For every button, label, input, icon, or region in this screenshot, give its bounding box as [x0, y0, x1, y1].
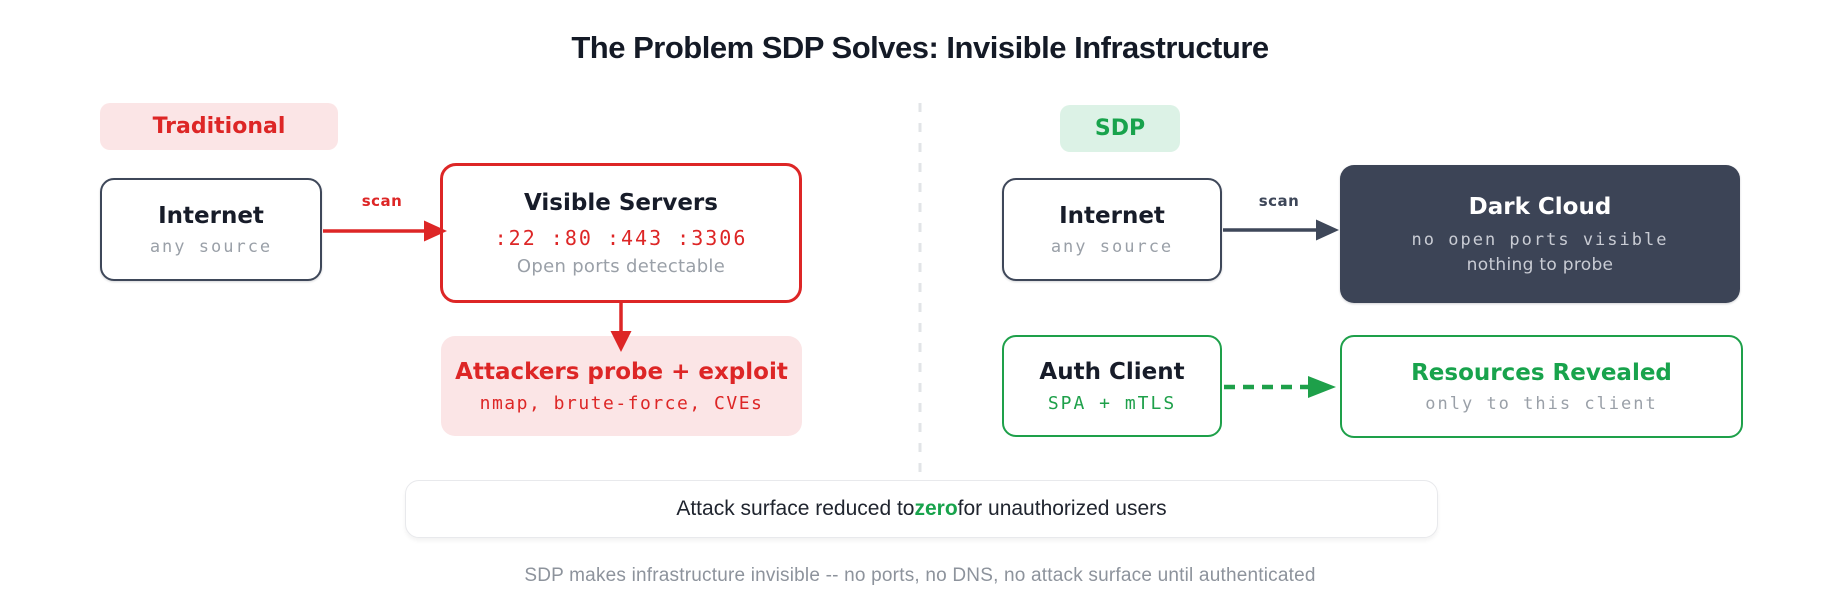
resources-revealed-subtitle: only to this client [1425, 393, 1658, 414]
traditional-badge: Traditional [100, 103, 338, 150]
visible-servers-note: Open ports detectable [516, 255, 726, 277]
sdp-internet-subtitle: any source [1050, 236, 1174, 257]
auth-client-node: Auth Client SPA + mTLS [1002, 335, 1222, 437]
attackers-tools: nmap, brute-force, CVEs [479, 393, 764, 415]
visible-servers-node: Visible Servers :22 :80 :443 :3306 Open … [440, 163, 802, 303]
auth-client-title: Auth Client [1039, 358, 1185, 385]
summary-text-suffix: for unauthorized users [957, 497, 1167, 520]
reveal-dashed-arrow [1224, 376, 1336, 398]
dark-cloud-line2: nothing to probe [1466, 254, 1614, 275]
sdp-internet-title: Internet [1059, 203, 1165, 230]
summary-bar: Attack surface reduced to zero for unaut… [405, 480, 1438, 538]
traditional-internet-subtitle: any source [149, 236, 273, 257]
resources-revealed-title: Resources Revealed [1411, 360, 1672, 387]
dark-cloud-node: Dark Cloud no open ports visible nothing… [1340, 165, 1740, 303]
sdp-scan-arrow [1223, 219, 1339, 241]
traditional-scan-arrow [323, 220, 447, 242]
sdp-badge-label: SDP [1094, 116, 1146, 141]
resources-revealed-node: Resources Revealed only to this client [1340, 335, 1743, 438]
auth-client-subtitle: SPA + mTLS [1047, 393, 1177, 415]
visible-servers-title: Visible Servers [524, 190, 718, 217]
visible-servers-ports: :22 :80 :443 :3306 [494, 225, 748, 250]
summary-text-highlight: zero [914, 497, 958, 520]
sdp-scan-label: scan [1258, 192, 1300, 210]
traditional-internet-title: Internet [158, 203, 264, 230]
attackers-node: Attackers probe + exploit nmap, brute-fo… [441, 336, 802, 436]
dark-cloud-line1: no open ports visible [1411, 229, 1669, 250]
sdp-internet-node: Internet any source [1002, 178, 1222, 281]
attackers-title: Attackers probe + exploit [455, 358, 788, 385]
traditional-badge-label: Traditional [152, 114, 286, 139]
traditional-scan-label: scan [361, 192, 403, 210]
traditional-internet-node: Internet any source [100, 178, 322, 281]
diagram-title: The Problem SDP Solves: Invisible Infras… [571, 30, 1269, 65]
sdp-badge: SDP [1060, 105, 1180, 152]
footer-caption: SDP makes infrastructure invisible -- no… [524, 565, 1316, 586]
summary-text-prefix: Attack surface reduced to [676, 497, 915, 520]
dark-cloud-title: Dark Cloud [1468, 194, 1612, 221]
